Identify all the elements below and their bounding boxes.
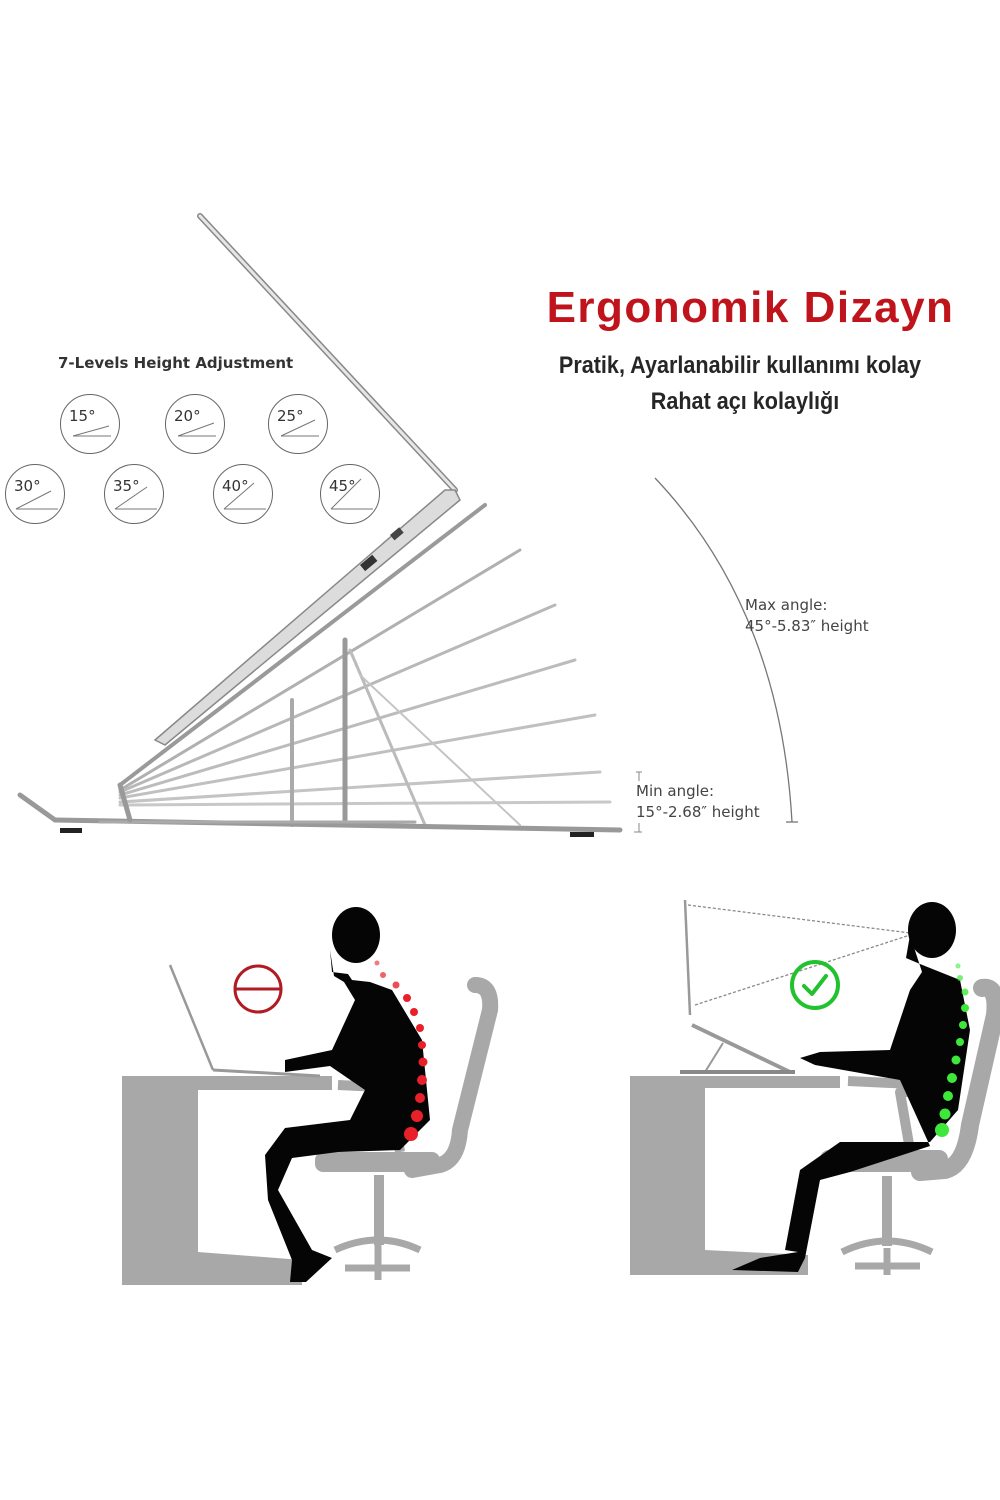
headline-title: Ergonomik Dizayn: [546, 283, 955, 332]
check-circle-icon: [790, 960, 840, 1010]
angle-level-20: 20°: [165, 394, 225, 454]
min-angle-value: 15°-2.68″ height: [636, 803, 760, 821]
angle-icon: [223, 482, 266, 510]
headline-subtitle-1: Pratik, Ayarlanabilir kullanımı kolay: [558, 352, 922, 379]
min-angle-spec: Min angle: 15°-2.68″ height: [636, 781, 760, 823]
max-angle-label: Max angle:: [745, 596, 828, 614]
no-entry-icon: [233, 964, 283, 1014]
levels-title: 7-Levels Height Adjustment: [58, 354, 294, 372]
angle-label: 40°: [222, 477, 249, 495]
max-angle-spec: Max angle: 45°-5.83″ height: [745, 595, 869, 637]
angle-label: 35°: [113, 477, 140, 495]
angle-level-35: 35°: [104, 464, 164, 524]
angle-level-30: 30°: [5, 464, 65, 524]
angle-level-15: 15°: [60, 394, 120, 454]
angle-icon: [114, 486, 157, 510]
min-angle-label: Min angle:: [636, 782, 715, 800]
angle-icon: [72, 425, 111, 437]
angle-level-40: 40°: [213, 464, 273, 524]
angle-label: 20°: [174, 407, 201, 425]
angle-label: 15°: [69, 407, 96, 425]
laptop-stand-illustration: [17, 213, 623, 837]
angle-icon: [330, 478, 373, 510]
angle-label: 25°: [277, 407, 304, 425]
angle-icon: [177, 422, 216, 437]
angle-level-25: 25°: [268, 394, 328, 454]
angle-level-45: 45°: [320, 464, 380, 524]
angle-icon: [280, 419, 319, 437]
headline-subtitle-2: Rahat açı kolaylığı: [650, 388, 840, 415]
angle-icon: [15, 490, 58, 510]
angle-label: 30°: [14, 477, 41, 495]
max-angle-value: 45°-5.83″ height: [745, 617, 869, 635]
bad-posture-scene: [122, 907, 499, 1285]
good-posture-scene: [630, 899, 1000, 1275]
